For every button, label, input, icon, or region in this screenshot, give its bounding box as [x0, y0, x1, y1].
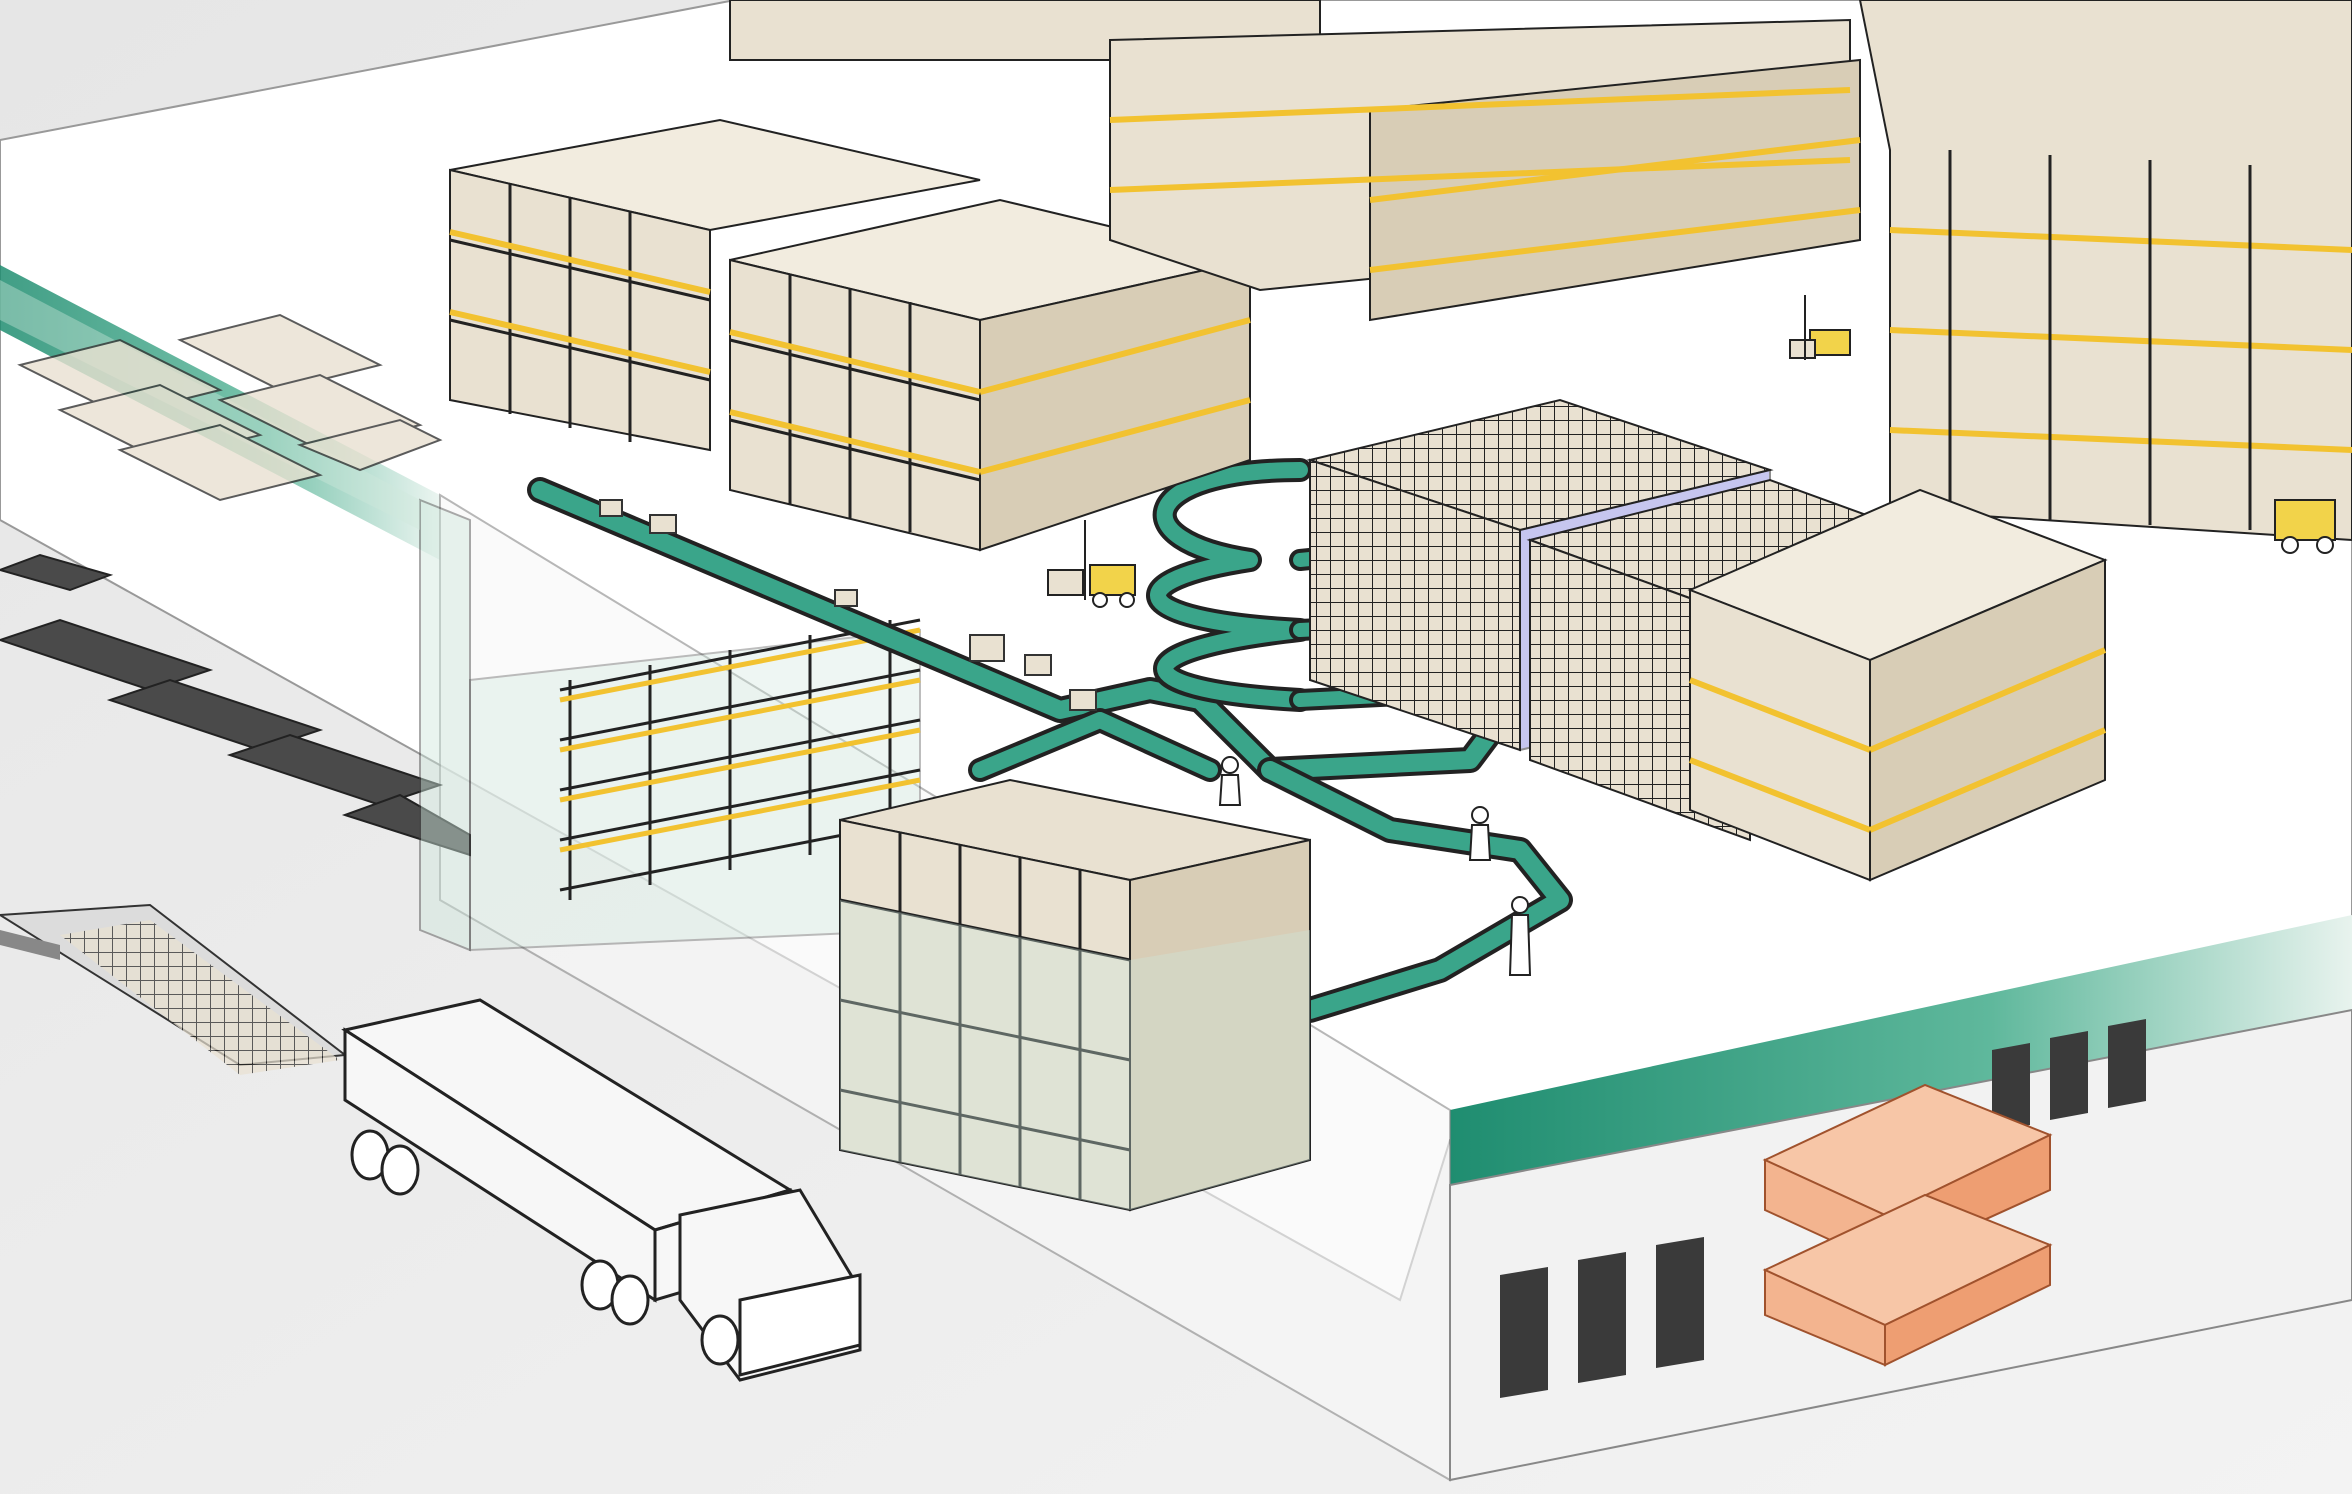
- rack-rows-back: [729, 0, 2352, 542]
- forklift-icon: [1047, 520, 1136, 608]
- worker-icon: [1468, 806, 1492, 861]
- forklift-icon: [2274, 499, 2336, 554]
- truck-icon: [341, 998, 862, 1382]
- office-icon: [1762, 1083, 2053, 1367]
- glass-partition: [0, 280, 921, 952]
- dock-doors: [0, 553, 471, 857]
- conveyor-boxes: [599, 499, 1097, 711]
- cantilever-beams: [559, 627, 921, 853]
- mezzanine-shelving: [17, 313, 443, 502]
- pallet-rack-icon: [839, 778, 1311, 1212]
- left-wall-band: [0, 265, 440, 560]
- rack-block-upper-left: [449, 118, 981, 452]
- dock-ramp-icon: [0, 903, 348, 1075]
- forklift-icon: [1789, 295, 1851, 360]
- wall-windows: [1500, 1019, 2146, 1398]
- worker-icon: [1218, 756, 1242, 806]
- rack-block-right: [1687, 488, 2108, 882]
- worker-icon: [1508, 896, 1532, 976]
